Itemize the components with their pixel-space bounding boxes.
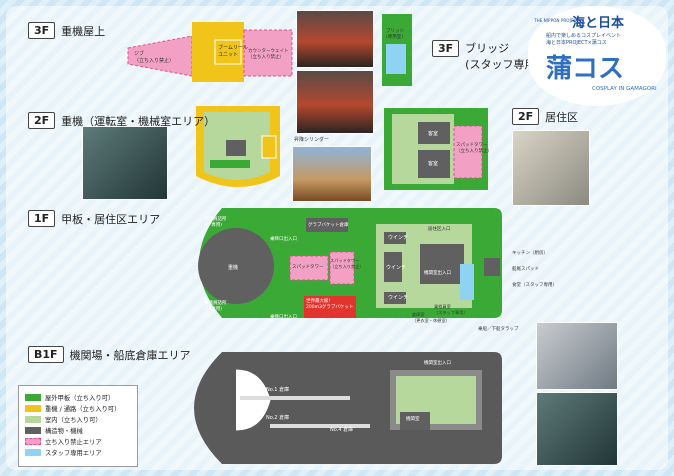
logo-title: 蒲コス — [546, 54, 625, 84]
level-name: 重機（運転室・機械室エリア） — [61, 114, 216, 128]
label-bridge: ブリッジ (専用室) — [386, 29, 404, 40]
level-name: 重機屋上 — [61, 24, 106, 38]
label-cylinder: 昇降シリンダー — [294, 137, 330, 143]
label-special: 世界最大級！ 200m3グラブバケット — [306, 299, 354, 310]
level-badge: 2F — [28, 112, 56, 129]
label-crew-top: 乗務員詰所 (2F専用) — [204, 217, 227, 228]
label-grab-bucket: グラブバケット倉庫 — [308, 223, 349, 228]
logo-brand: 海と日本 — [572, 16, 625, 31]
b1f-hull-map — [194, 352, 502, 464]
photo-engine-room — [82, 126, 168, 200]
logo-tagline: 船内で楽しめるコスプレイベント — [546, 33, 622, 39]
label-room-mid: 客室 — [428, 161, 439, 167]
label-winch-top: ウインチ — [388, 235, 409, 241]
label-kitchen: キッチン（厨房） — [512, 251, 548, 256]
level-b1f-header: B1F 機関場・船底倉庫エリア — [28, 346, 191, 363]
legend-item: 室内（立ち入り可） — [25, 414, 137, 425]
label-stairs: 乗船／下船タラップ — [478, 327, 519, 332]
2f-crane-map — [196, 106, 280, 187]
label-hold2: No.2 倉庫 — [266, 415, 290, 421]
legend-label: スタッフ専用エリア — [45, 450, 102, 457]
label-storage: 倉庫室 （更衣室・休憩室） — [412, 312, 450, 323]
label-deck-entry2: 乗降口出入口 — [270, 315, 297, 320]
legend-item: 立ち入り禁止エリア — [25, 436, 137, 447]
photo-winch — [296, 70, 374, 134]
label-spud-left: スパッドタワー — [292, 265, 324, 270]
photo-boom — [296, 10, 374, 68]
level-name: 居住区 — [545, 110, 579, 124]
label-crew-room: 乗組員室 （スタッフ専用） — [434, 304, 468, 315]
1f-deck-map — [198, 208, 502, 318]
legend-label: 構造物・機械 — [45, 428, 83, 435]
level-1f-header: 1F 甲板・居住区エリア — [28, 210, 160, 227]
label-living-entry: 居住区入口 — [428, 227, 451, 232]
label-counterweight: カウンターウェイト （立ち入り禁止） — [248, 49, 289, 60]
legend-swatch — [25, 438, 41, 445]
label-staff-room: 食堂（スタッフ専用） — [512, 283, 557, 288]
level-name: ブリッジ — [465, 42, 510, 55]
label-spud-mid: スパッドタワー （立ち入り禁止） — [330, 258, 364, 269]
legend-label: 重機 / 通路（立ち入り可） — [45, 406, 121, 413]
photo-cylinder — [292, 146, 372, 202]
logo-tagline-sub: 海と日本PROJECT×蒲コス — [546, 40, 607, 46]
label-spud-right: 船尾スパッド — [512, 267, 539, 272]
level-2f-header: 2F 重機（運転室・機械室エリア） — [28, 112, 215, 129]
logo-brand-sub: THE NIPPON PROJECT — [534, 18, 579, 23]
level-name: 甲板・居住区エリア — [61, 212, 161, 226]
label-hold1: No.1 倉庫 — [266, 387, 290, 393]
level-name-sub: (スタッフ専用) — [465, 58, 540, 71]
legend-item: 構造物・機械 — [25, 425, 137, 436]
label-engine-room: 機関室 — [406, 417, 420, 422]
level-name: 機関場・船底倉庫エリア — [69, 348, 191, 362]
label-jib: ジブ （立ち入り禁止） — [134, 51, 175, 64]
label-boom: ブームリール ユニット — [218, 45, 248, 58]
level-badge: 3F — [28, 22, 56, 39]
label-tower: 重機 — [228, 265, 239, 271]
legend-label: 室内（立ち入り可） — [45, 417, 102, 424]
label-hold4: No.4 倉庫 — [330, 427, 354, 433]
level-3f-header: 3F 重機屋上 — [28, 22, 105, 39]
label-spud-2f: スパッドタワー （立ち入り禁止） — [456, 143, 492, 154]
level-3f-bridge-header: 3F ブリッジ (スタッフ専用) — [432, 40, 540, 72]
label-room-top: 客室 — [428, 131, 439, 137]
label-machine-room: 機関室出入口 — [424, 271, 451, 276]
label-winch-bot: ウインチ — [388, 295, 409, 301]
event-logo: 海と日本 THE NIPPON PROJECT 船内で楽しめるコスプレイベント … — [528, 6, 666, 106]
legend-swatch — [25, 416, 41, 423]
2f-living-map — [384, 108, 488, 190]
legend-item: スタッフ専用エリア — [25, 447, 137, 458]
legend-item: 重機 / 通路（立ち入り可） — [25, 403, 137, 414]
map-legend: 屋外甲板（立ち入り可） 重機 / 通路（立ち入り可） 室内（立ち入り可） 構造物… — [18, 385, 138, 467]
logo-title-sub: COSPLAY IN GAMAGORI — [592, 86, 657, 92]
label-engine-entry: 機関室出入口 — [424, 361, 451, 366]
level-badge: 2F — [512, 108, 540, 125]
legend-swatch — [25, 449, 41, 456]
3f-crane-map — [127, 22, 293, 82]
legend-swatch — [25, 405, 41, 412]
legend-item: 屋外甲板（立ち入り可） — [25, 392, 137, 403]
label-deck-entry1: 乗降口出入口 — [270, 237, 297, 242]
3f-bridge-map — [382, 14, 412, 86]
legend-swatch — [25, 427, 41, 434]
photo-engine — [536, 392, 618, 466]
label-crew-bottom: 乗務員詰所 (7F専用) — [204, 301, 227, 312]
level-badge: B1F — [28, 346, 64, 363]
level-badge: 1F — [28, 210, 56, 227]
level-2f-living-header: 2F 居住区 — [512, 108, 578, 125]
legend-swatch — [25, 394, 41, 401]
label-winch-mid: ウインチ — [386, 265, 407, 271]
photo-control-panel — [536, 322, 618, 390]
legend-label: 屋外甲板（立ち入り可） — [45, 395, 115, 402]
level-badge: 3F — [432, 40, 460, 57]
legend-label: 立ち入り禁止エリア — [45, 439, 102, 446]
photo-cabin — [512, 130, 590, 206]
